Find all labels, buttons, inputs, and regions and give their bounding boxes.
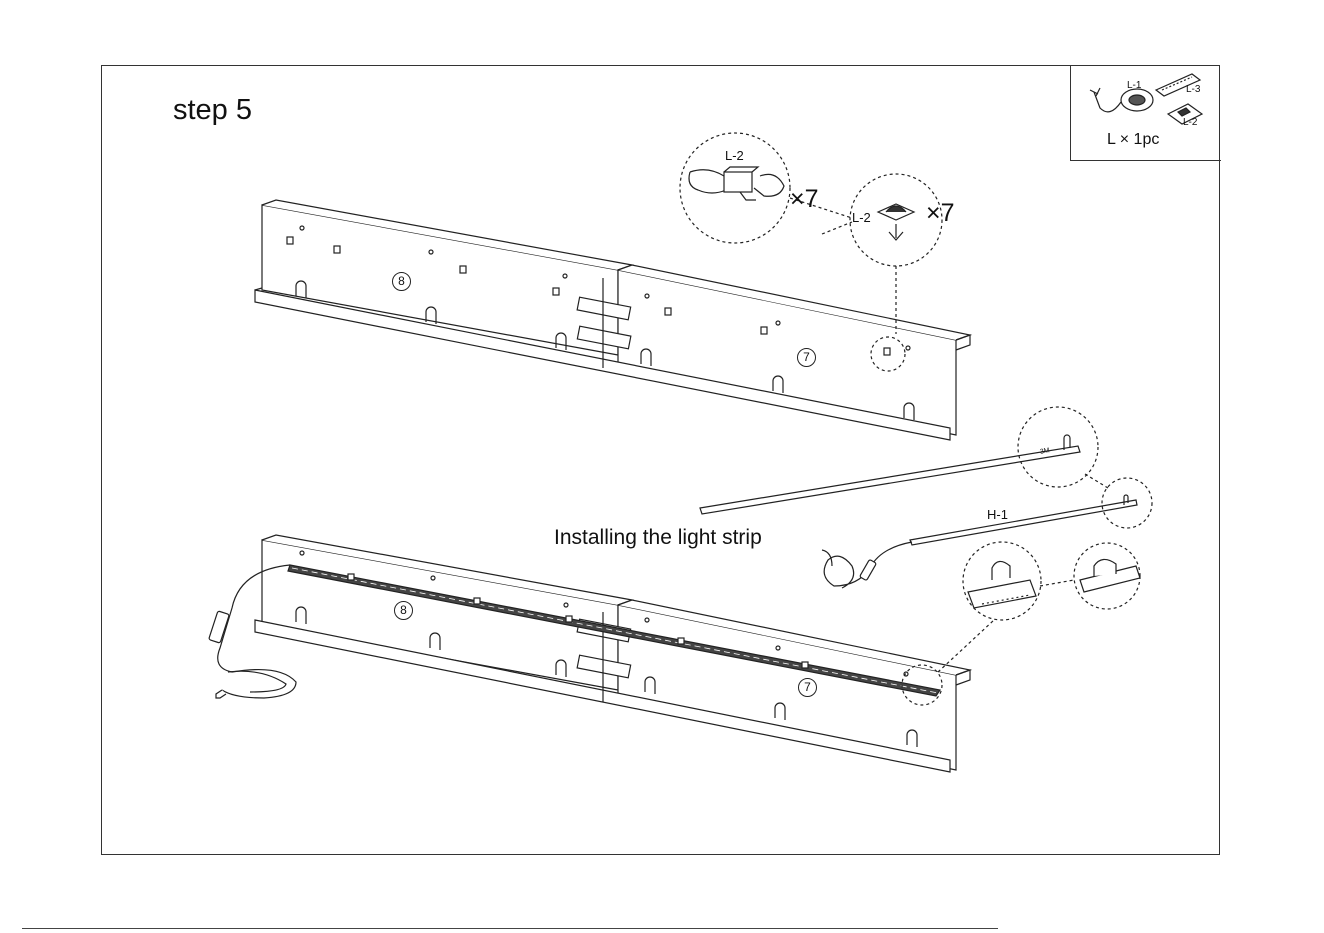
hands-peeling-clip-icon	[689, 167, 784, 200]
lower-panel-assembly	[209, 535, 970, 772]
part-number-8-lower: 8	[394, 601, 413, 620]
strip-label-h1: H-1	[987, 507, 1008, 522]
installing-light-strip-caption: Installing the light strip	[554, 526, 762, 550]
clip-multiplier-left: ×7	[790, 185, 819, 214]
part-number-7-lower: 7	[798, 678, 817, 697]
clip-label-detail: L-2	[852, 210, 871, 225]
part-number-8-upper: 8	[392, 272, 411, 291]
part-label-l1: L-1	[1127, 80, 1141, 91]
part-label-l2: L-2	[1183, 117, 1197, 128]
part-label-l3: L-3	[1186, 84, 1200, 95]
light-strip-callouts	[902, 407, 1152, 705]
clip-multiplier-right: ×7	[926, 199, 955, 228]
parts-quantity: L × 1pc	[1107, 131, 1159, 149]
light-strip-detail	[700, 435, 1137, 588]
upper-panel-assembly	[255, 200, 970, 440]
clip-label-hands: L-2	[725, 148, 744, 163]
part-number-7-upper: 7	[797, 348, 816, 367]
light-strip-reel-icon	[1090, 88, 1153, 112]
adhesive-clip-icon	[878, 204, 914, 240]
